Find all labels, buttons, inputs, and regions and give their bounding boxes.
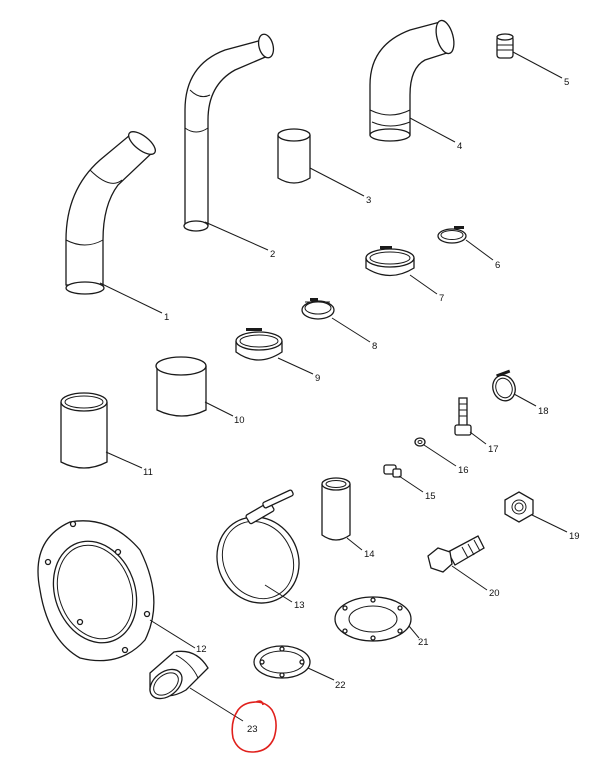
part-5-small-fitting[interactable]: [496, 33, 563, 79]
callout-17: 17: [488, 444, 499, 455]
part-7-band-clamp[interactable]: [365, 246, 438, 295]
part-16-washer[interactable]: [414, 437, 457, 467]
callout-13: 13: [294, 600, 305, 611]
part-17-hex-bolt[interactable]: [454, 397, 487, 445]
callout-2: 2: [270, 249, 275, 260]
part-13-large-band-clamp[interactable]: [201, 489, 314, 619]
part-1-elbow-pipe[interactable]: [65, 128, 163, 314]
callout-4: 4: [457, 141, 462, 152]
callout-21: 21: [418, 637, 429, 648]
callout-23: 23: [247, 724, 258, 735]
callout-5: 5: [564, 77, 569, 88]
highlight-circle: [231, 700, 277, 753]
part-22-small-gasket[interactable]: [253, 645, 335, 681]
callout-1: 1: [164, 312, 169, 323]
part-15-nipple-fitting[interactable]: [383, 464, 424, 493]
callout-22: 22: [335, 680, 346, 691]
part-14-filter-cartridge[interactable]: [321, 477, 363, 551]
part-19-flange-nut[interactable]: [504, 491, 568, 533]
part-3-straight-sleeve[interactable]: [277, 128, 365, 197]
callout-19: 19: [569, 531, 580, 542]
part-23-reducer-sleeve[interactable]: [144, 650, 244, 722]
part-4-90-degree-elbow[interactable]: [369, 19, 457, 143]
part-11-long-sleeve[interactable]: [60, 392, 143, 469]
callout-10: 10: [234, 415, 245, 426]
callout-3: 3: [366, 195, 371, 206]
callout-14: 14: [364, 549, 375, 560]
part-8-band-clamp[interactable]: [301, 298, 371, 343]
callout-7: 7: [439, 293, 444, 304]
part-21-flange-gasket[interactable]: [334, 596, 420, 642]
callout-11: 11: [143, 467, 153, 478]
part-9-band-clamp[interactable]: [235, 328, 314, 375]
part-12-large-gasket[interactable]: [37, 520, 196, 662]
callout-20: 20: [489, 588, 500, 599]
part-10-short-sleeve[interactable]: [155, 356, 234, 417]
callout-15: 15: [425, 491, 436, 502]
callout-9: 9: [315, 373, 320, 384]
part-18-hose-clamp[interactable]: [489, 369, 537, 407]
callout-8: 8: [372, 341, 377, 352]
callout-12: 12: [196, 644, 207, 655]
callout-18: 18: [538, 406, 549, 417]
callout-16: 16: [458, 465, 469, 476]
part-20-flange-bolt[interactable]: [427, 535, 488, 591]
callout-6: 6: [495, 260, 500, 271]
part-2-tall-elbow-pipe[interactable]: [183, 33, 276, 251]
part-6-small-clamp[interactable]: [437, 226, 494, 261]
